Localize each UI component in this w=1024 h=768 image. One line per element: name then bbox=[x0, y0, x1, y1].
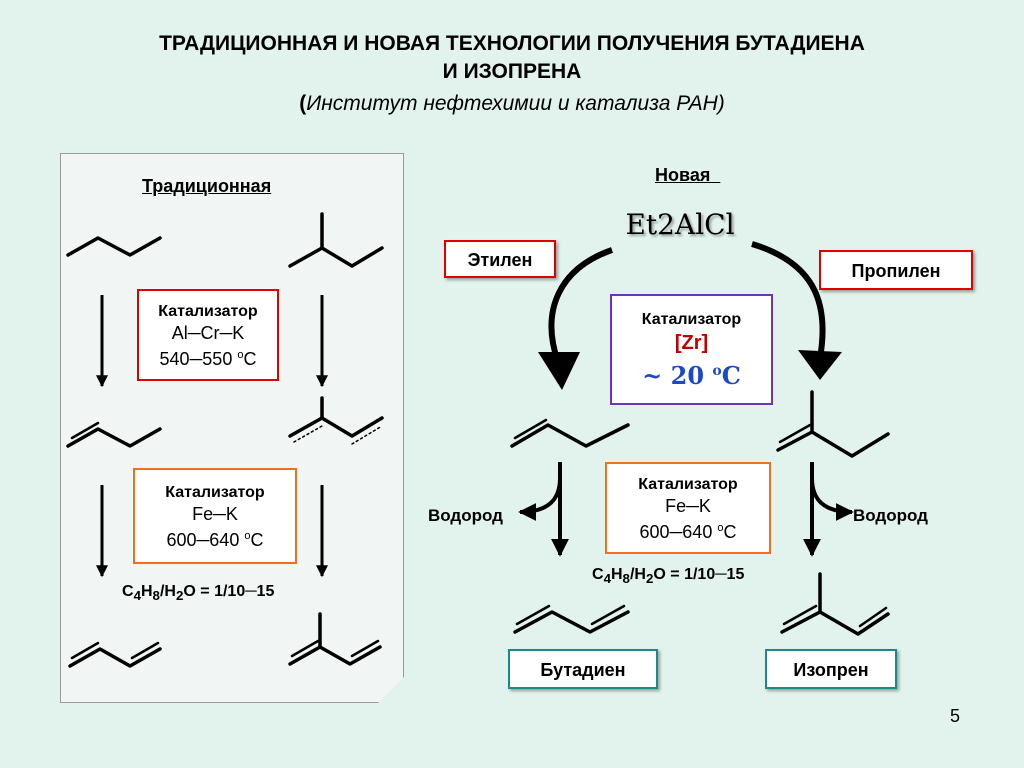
traditional-panel bbox=[60, 153, 404, 703]
ratio-h: H bbox=[610, 566, 623, 583]
isoprene-structure-new bbox=[780, 610, 890, 636]
hydrogen-curve-left bbox=[518, 477, 562, 521]
traditional-heading: Традиционная bbox=[142, 176, 272, 196]
catalyst-formula: Al─Cr─K bbox=[171, 322, 245, 343]
ratio-c: C bbox=[122, 583, 134, 600]
curved-arrow-right bbox=[751, 241, 826, 359]
ratio-sub-3: 2 bbox=[175, 588, 184, 604]
ratio-h: H bbox=[140, 583, 153, 600]
catalyst-label: Катализатор bbox=[158, 302, 258, 320]
butadiene-product-box: Бутадиен bbox=[508, 649, 658, 689]
subtitle-institute: Институт нефтехимии и катализа РАН) bbox=[306, 92, 725, 115]
ratio-sub-3: 2 bbox=[645, 571, 654, 587]
title-line-2: И ИЗОПРЕНА bbox=[442, 60, 582, 83]
hydrogen-label-right: Водород bbox=[853, 506, 928, 525]
temp-unit: C bbox=[723, 521, 737, 542]
catalyst-box-fek-right: Катализатор Fe─K 600─640 oC bbox=[605, 462, 771, 554]
catalyst-label: Катализатор bbox=[638, 475, 738, 493]
feed-ratio-left: C4H8/H2O = 1/10─15 bbox=[122, 583, 274, 603]
ratio-c: C bbox=[592, 566, 604, 583]
title-line-1: ТРАДИЦИОННАЯ И НОВАЯ ТЕХНОЛОГИИ ПОЛУЧЕНИ… bbox=[159, 32, 865, 55]
butene-structure-new bbox=[510, 423, 630, 448]
temp-unit: C bbox=[243, 348, 257, 369]
ratio-sub-1: 4 bbox=[133, 588, 141, 604]
ratio-h2: /H bbox=[159, 583, 176, 600]
temp-unit: C bbox=[250, 529, 264, 550]
catalyst-formula: Fe─K bbox=[665, 495, 711, 516]
temp-unit: C bbox=[721, 360, 741, 390]
temp-value: 600─640 bbox=[166, 529, 240, 550]
page-number: 5 bbox=[950, 706, 961, 726]
hydrogen-label-left: Водород bbox=[428, 506, 503, 525]
methylbutene-structure-new bbox=[776, 430, 890, 458]
isopentene-structure bbox=[288, 416, 384, 438]
catalyst-temperature: 540─550 oC bbox=[160, 344, 257, 370]
degree-sup: o bbox=[712, 362, 722, 379]
temp-value: 540─550 bbox=[159, 348, 233, 369]
ratio-h2: /H bbox=[629, 566, 646, 583]
catalyst-box-alcrk: Катализатор Al─Cr─K 540─550 oC bbox=[137, 289, 279, 381]
isoprene-product-box: Изопрен bbox=[765, 649, 897, 689]
catalyst-zr: [Zr] bbox=[674, 331, 709, 354]
feed-ratio-right: C4H8/H2O = 1/10─15 bbox=[592, 566, 744, 586]
curved-arrowhead-left bbox=[538, 352, 580, 390]
reagent-et2alcl: Et2AlCl bbox=[625, 208, 735, 241]
ethylene-box: Этилен bbox=[444, 240, 556, 278]
ratio-sub-2: 8 bbox=[152, 588, 160, 604]
subtitle-paren: ( bbox=[299, 92, 307, 115]
catalyst-temperature: 600─640 oC bbox=[167, 525, 264, 551]
propylene-box: Пропилен bbox=[819, 250, 973, 290]
butadiene-structure-new bbox=[513, 610, 630, 634]
slide-subtitle: (Институт нефтехимии и катализа РАН) bbox=[0, 90, 1024, 118]
butane-structure bbox=[66, 236, 162, 257]
hydrogen-curve-right bbox=[810, 477, 854, 521]
degree-sup: o bbox=[237, 348, 244, 361]
isoprene-structure-left bbox=[288, 645, 382, 666]
degree-sup: o bbox=[244, 529, 251, 542]
catalyst-temperature: 600─640 oC bbox=[640, 517, 737, 543]
catalyst-box-zr: Катализатор [Zr] ~ 20 oC bbox=[610, 294, 773, 405]
ratio-sub-2: 8 bbox=[622, 571, 630, 587]
ratio-rest: O = 1/10─15 bbox=[653, 566, 745, 583]
ratio-sub-1: 4 bbox=[603, 571, 611, 587]
ratio-rest: O = 1/10─15 bbox=[183, 583, 275, 600]
butadiene-structure-left bbox=[68, 647, 162, 668]
catalyst-label: Катализатор bbox=[165, 483, 265, 501]
temp-value: ~ 20 bbox=[642, 360, 713, 390]
catalyst-formula: Fe─K bbox=[192, 503, 238, 524]
temp-value: 600─640 bbox=[639, 521, 713, 542]
catalyst-label: Катализатор bbox=[641, 310, 742, 328]
catalyst-box-fek-left: Катализатор Fe─K 600─640 oC bbox=[133, 468, 297, 564]
curved-arrow-left bbox=[548, 247, 613, 363]
isopentane-structure bbox=[288, 246, 384, 268]
new-heading: Новая bbox=[655, 165, 721, 185]
catalyst-temperature: ~ 20 oC bbox=[642, 356, 741, 391]
curved-arrowhead-right bbox=[798, 350, 842, 380]
butene-structure bbox=[66, 427, 162, 448]
degree-sup: o bbox=[717, 521, 724, 534]
slide-title: ТРАДИЦИОННАЯ И НОВАЯ ТЕХНОЛОГИИ ПОЛУЧЕНИ… bbox=[0, 30, 1024, 86]
